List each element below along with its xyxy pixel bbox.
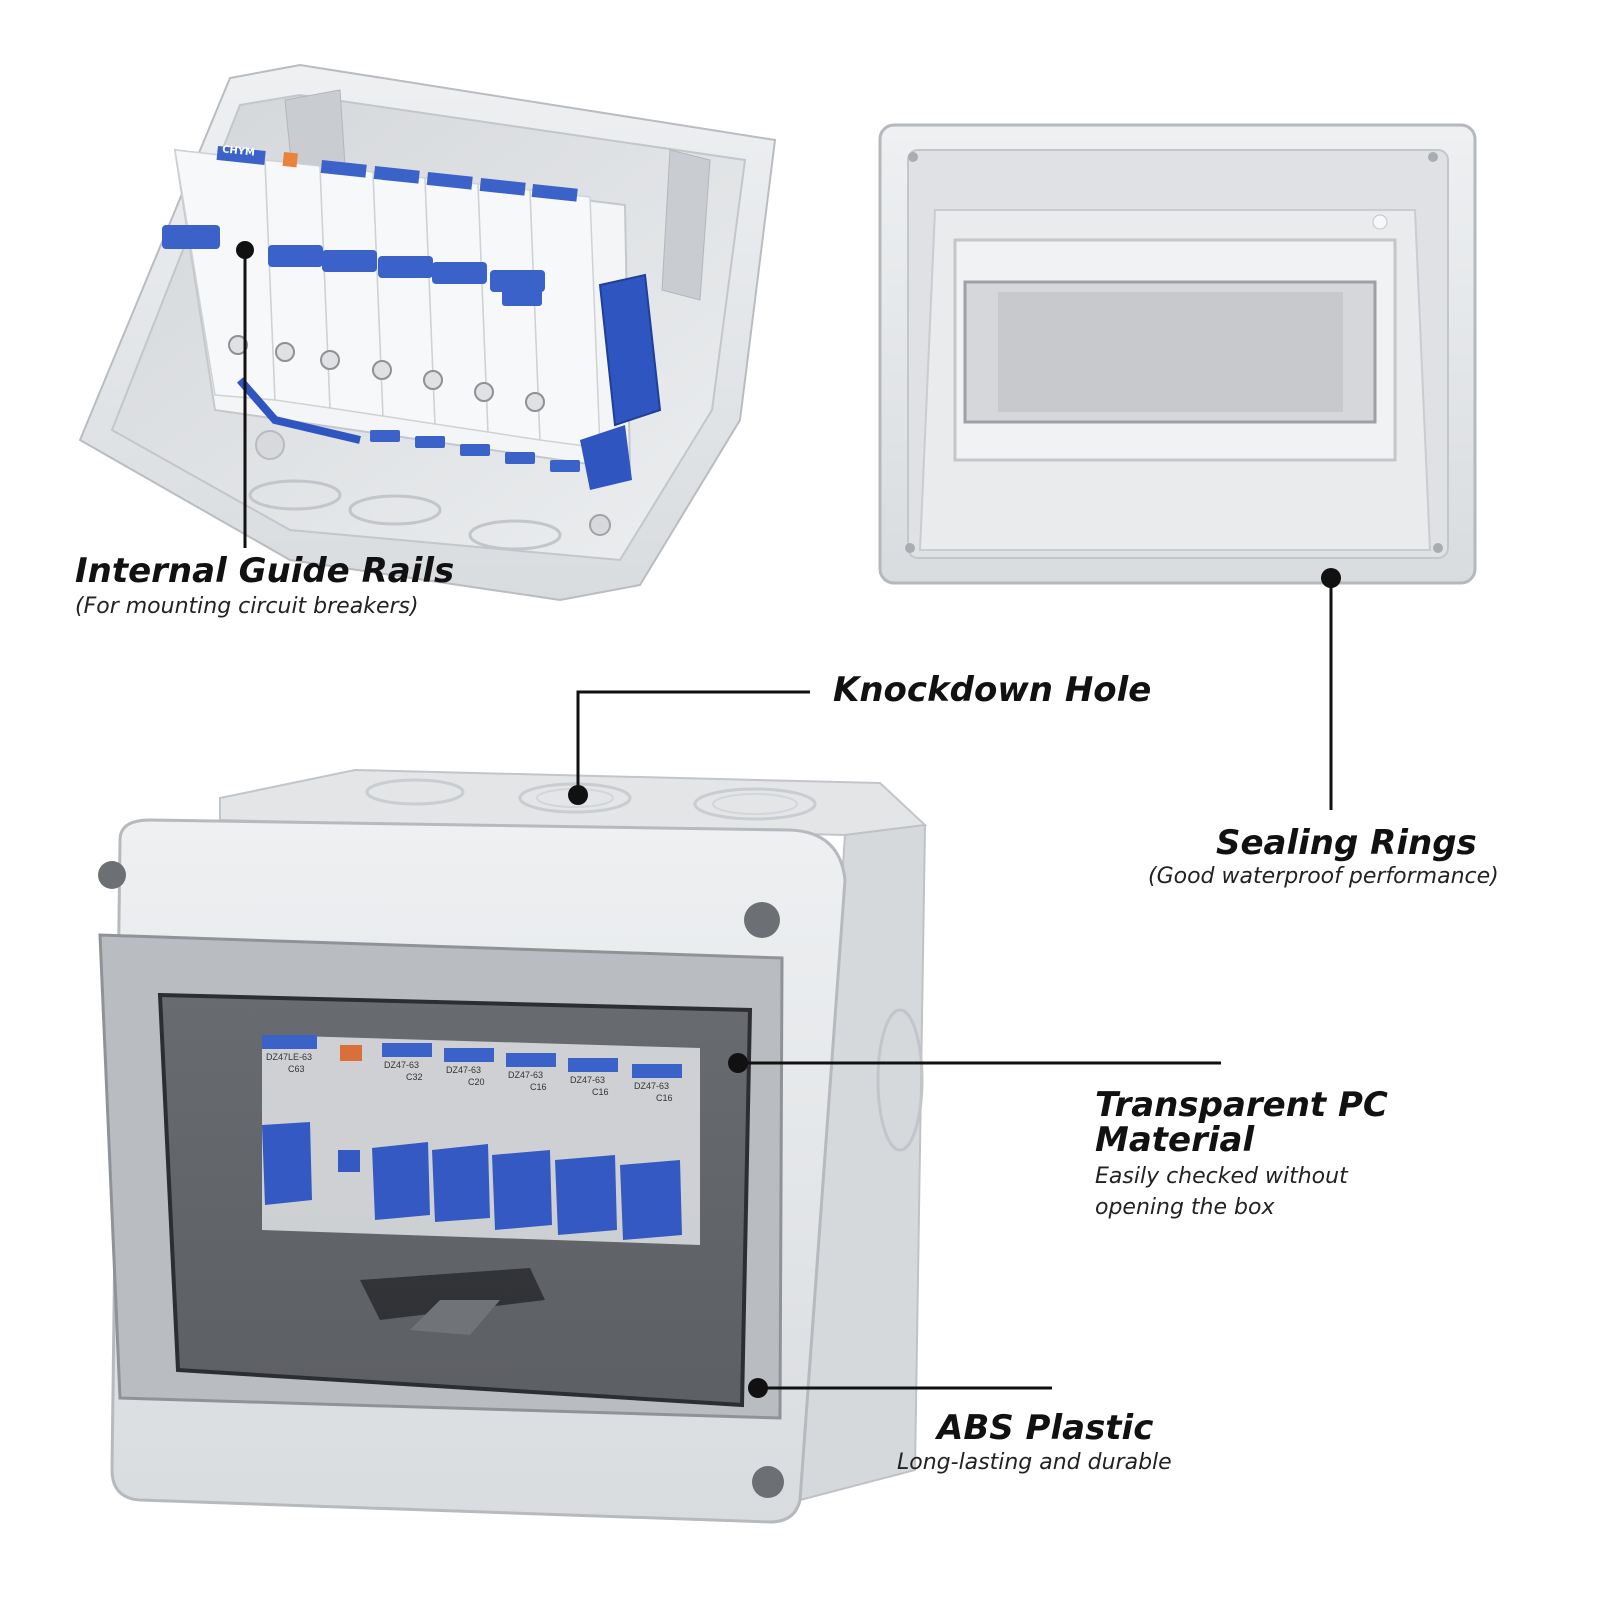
open-breaker-row: [162, 145, 662, 490]
closed-enclosure-photo: [98, 768, 928, 1524]
breaker-rating-label: C16: [656, 1093, 673, 1103]
breaker-rating-label: C16: [530, 1082, 547, 1092]
enclosure-lid-photo: [878, 123, 1477, 585]
sealing-subtitle: (Good waterproof performance): [1148, 864, 1499, 889]
transparent-subtitle-line1: Easily checked without: [1095, 1164, 1348, 1189]
abs-subtitle: Long-lasting and durable: [897, 1450, 1172, 1475]
callout-dot-sealing: [1321, 568, 1341, 588]
guide-rails-title: Internal Guide Rails: [75, 551, 455, 591]
breaker-model-label: DZ47-63: [384, 1060, 420, 1070]
leader-line-knockdown: [576, 690, 810, 795]
callout-dot-knockdown: [568, 785, 588, 805]
breaker-model-label: DZ47-63: [634, 1081, 670, 1091]
knockdown-title: Knockdown Hole: [833, 670, 1152, 710]
callout-dot-guide-rails: [236, 241, 254, 259]
transparent-subtitle-line2: opening the box: [1095, 1195, 1275, 1220]
open-enclosure-photo: [78, 63, 777, 602]
window-breaker-row: [262, 1035, 700, 1245]
sealing-title: Sealing Rings: [1216, 823, 1477, 863]
breaker-model-label: DZ47-63: [446, 1065, 482, 1075]
breaker-model-label: DZ47-63: [570, 1075, 606, 1085]
transparent-title-line2: Material: [1095, 1120, 1255, 1160]
callout-dot-transparent: [728, 1053, 748, 1073]
abs-title: ABS Plastic: [937, 1408, 1154, 1448]
callout-dot-abs: [748, 1378, 768, 1398]
guide-rails-subtitle: (For mounting circuit breakers): [75, 594, 419, 619]
transparent-title-line1: Transparent PC: [1095, 1085, 1388, 1125]
breaker-rating-label: C16: [592, 1087, 609, 1097]
breaker-model-label: DZ47LE-63: [266, 1052, 313, 1062]
breaker-rating-label: C32: [406, 1072, 423, 1082]
breaker-model-label: DZ47-63: [508, 1070, 544, 1080]
breaker-rating-label: C63: [288, 1064, 305, 1074]
breaker-rating-label: C20: [468, 1077, 485, 1087]
